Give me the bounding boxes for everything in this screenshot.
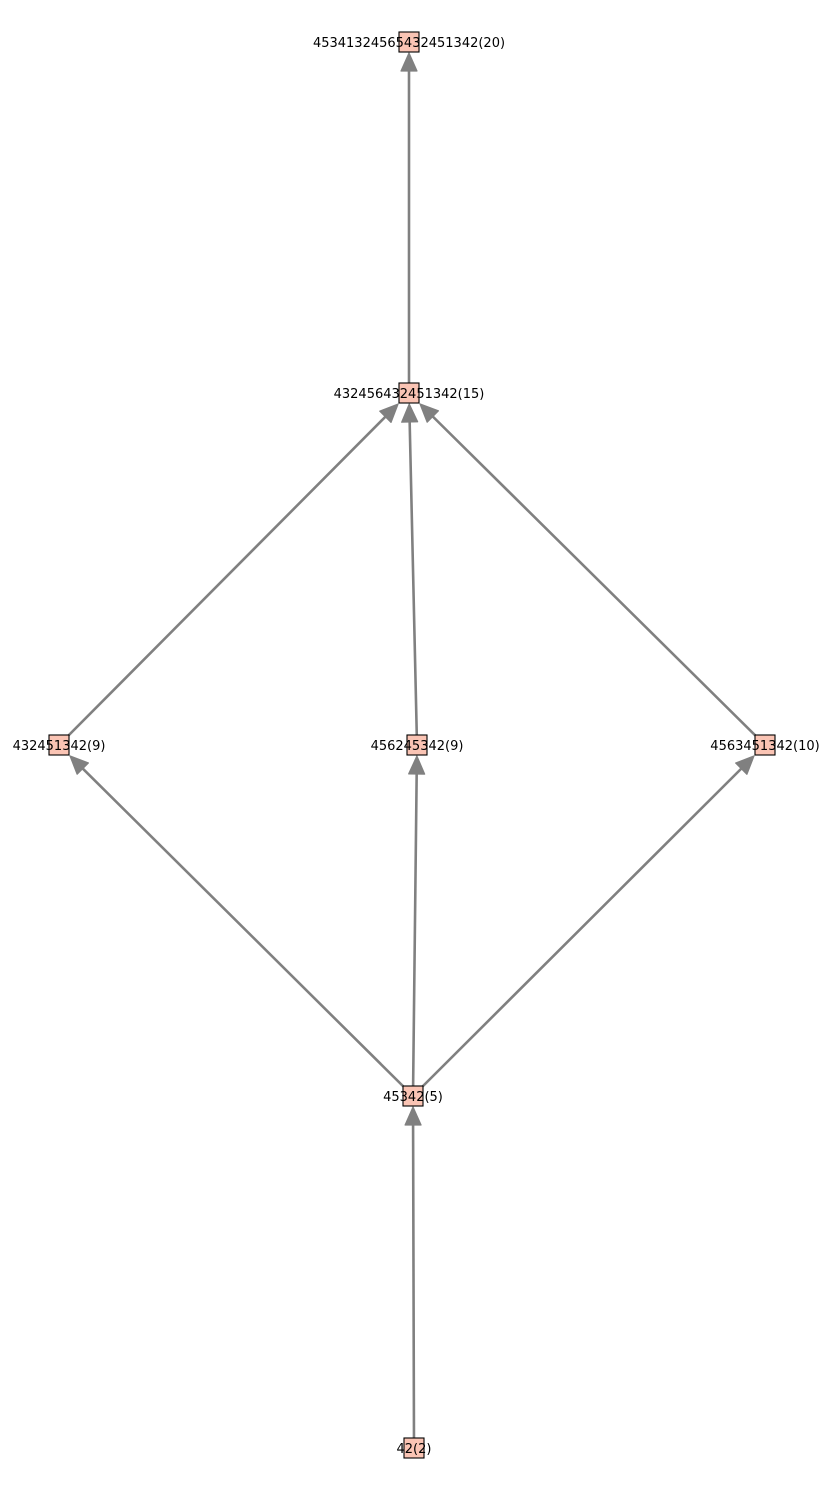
edge-n5-to-n9b — [408, 755, 426, 1098]
edge-line — [411, 1121, 416, 1450]
node-box — [403, 1437, 425, 1459]
edge-n5-to-n10 — [411, 755, 755, 1098]
edge-n15-to-n20 — [400, 52, 418, 395]
node-box — [406, 734, 428, 756]
arrow-head-icon — [408, 755, 426, 775]
node-box — [402, 1085, 424, 1107]
arrow-head-icon — [404, 1106, 422, 1126]
arrow-head-icon — [735, 755, 755, 775]
edge-line — [411, 770, 418, 1098]
node-box — [398, 31, 420, 53]
node-n9a: 432451342(9) — [13, 734, 106, 756]
node-n5: 45342(5) — [383, 1085, 443, 1107]
node-n15: 432456432451342(15) — [334, 382, 485, 404]
edge-line — [57, 414, 389, 747]
node-n9b: 456245342(9) — [371, 734, 464, 756]
arrow-head-icon — [419, 403, 440, 423]
edge-line — [408, 418, 419, 747]
node-box — [48, 734, 70, 756]
edge-line — [80, 765, 415, 1098]
node-label: 45341324565432451342(20) — [313, 36, 505, 51]
node-n10: 4563451342(10) — [710, 734, 820, 756]
arrow-head-icon — [401, 403, 419, 423]
node-label: 45342(5) — [383, 1090, 443, 1105]
edges-layer — [57, 52, 767, 1450]
edge-n2-to-n5 — [404, 1106, 422, 1450]
node-box — [398, 382, 420, 404]
arrow-head-icon — [379, 403, 399, 424]
node-label: 432451342(9) — [13, 739, 106, 754]
edge-line — [411, 765, 744, 1098]
node-n2: 42(2) — [397, 1437, 432, 1459]
edge-line — [430, 413, 767, 747]
node-box — [754, 734, 776, 756]
node-n20: 45341324565432451342(20) — [313, 31, 505, 53]
node-label: 456245342(9) — [371, 739, 464, 754]
node-label: 4563451342(10) — [710, 739, 819, 754]
edge-n5-to-n9a — [69, 755, 415, 1098]
edge-n9a-to-n15 — [57, 403, 399, 747]
arrow-head-icon — [400, 52, 418, 72]
arrow-head-icon — [69, 755, 90, 775]
edge-n10-to-n15 — [419, 403, 767, 747]
node-label: 42(2) — [397, 1442, 432, 1457]
node-label: 432456432451342(15) — [334, 387, 485, 402]
nodes-layer: 45341324565432451342(20) 432456432451342(… — [13, 31, 820, 1459]
edge-n9b-to-n15 — [401, 403, 419, 747]
